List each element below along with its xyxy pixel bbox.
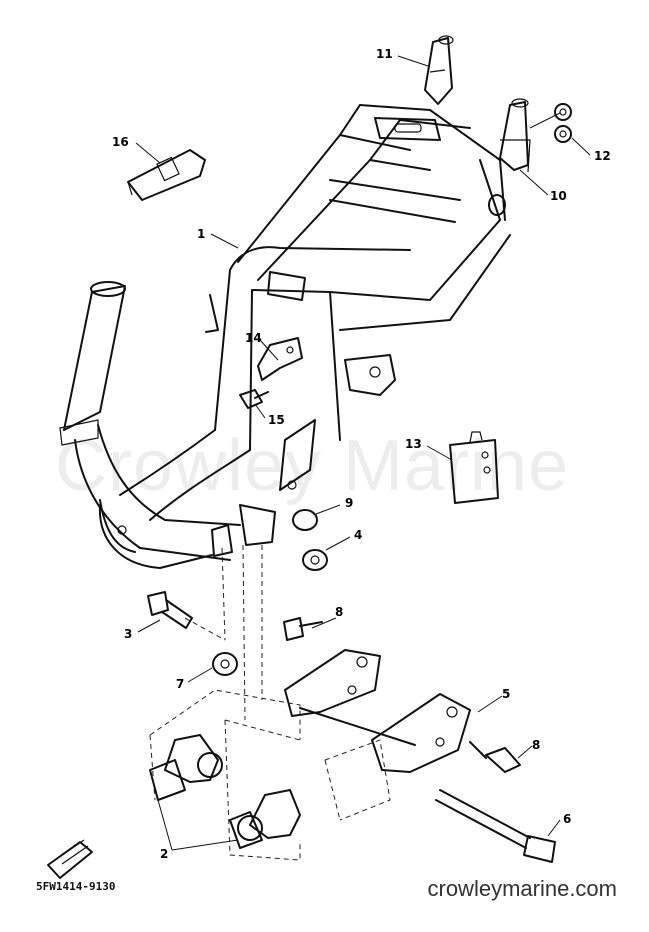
site-url[interactable]: crowleymarine.com — [427, 876, 618, 901]
part-12-nuts[interactable] — [554, 103, 572, 143]
callout-10: 10 — [550, 189, 567, 203]
watermark-text: Crowley Marine — [55, 426, 570, 506]
part-16-connector[interactable] — [127, 149, 206, 201]
callout-14: 14 — [245, 331, 262, 345]
part-15-bolt[interactable] — [239, 389, 269, 409]
callout-8-lower: 8 — [532, 738, 540, 752]
callout-16: 16 — [112, 135, 129, 149]
part-2-rubber-mounts[interactable] — [149, 734, 301, 849]
part-14-clip[interactable] — [257, 337, 303, 381]
leader-lines — [135, 55, 591, 851]
part-11-clip[interactable] — [424, 35, 454, 105]
callout-12: 12 — [594, 149, 611, 163]
part-4-nut[interactable] — [302, 549, 328, 571]
part-9-bushing[interactable] — [292, 509, 318, 531]
part-13-plate[interactable] — [449, 431, 499, 504]
callout-3: 3 — [124, 627, 132, 641]
part-8-bolt-lower[interactable] — [469, 741, 521, 773]
callout-15: 15 — [268, 413, 285, 427]
callout-9: 9 — [345, 496, 353, 510]
part-7-collar[interactable] — [212, 652, 238, 676]
alignment-guides — [149, 544, 391, 861]
front-arrow-icon — [47, 839, 93, 879]
callout-11: 11 — [376, 47, 393, 61]
part-6-long-bolt[interactable] — [435, 789, 556, 863]
callout-2: 2 — [160, 847, 168, 861]
callout-5: 5 — [502, 687, 510, 701]
callout-7: 7 — [176, 677, 184, 691]
callout-13: 13 — [405, 437, 422, 451]
callout-8-upper: 8 — [335, 605, 343, 619]
callout-4: 4 — [354, 528, 362, 542]
callout-6: 6 — [563, 812, 571, 826]
part-3-bolt[interactable] — [147, 591, 193, 629]
callout-1: 1 — [197, 227, 205, 241]
part-10-bracket[interactable] — [499, 98, 531, 173]
engine-hanger-link[interactable] — [284, 649, 471, 773]
callout-labels: 1 2 3 4 5 6 7 8 9 10 11 12 13 14 15 16 8 — [112, 47, 611, 861]
frame-assembly[interactable] — [59, 104, 511, 569]
part-8-bolt-upper[interactable] — [283, 617, 323, 641]
diagram-code: 5FW1414-9130 — [36, 880, 116, 893]
